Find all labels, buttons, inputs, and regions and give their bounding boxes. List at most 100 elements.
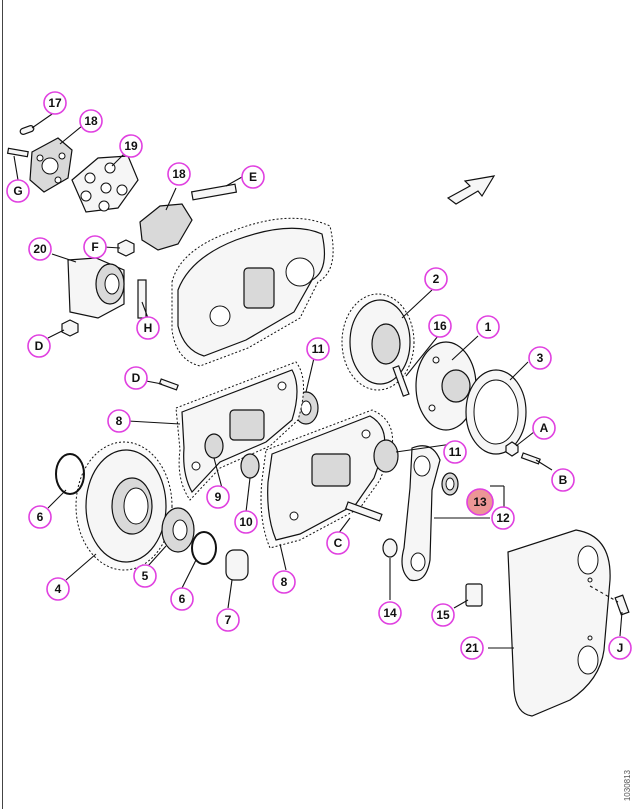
svg-text:E: E <box>249 170 257 184</box>
gear-plate-8a <box>175 361 304 501</box>
spacer-11b <box>373 439 399 473</box>
spacer-11a-bore <box>300 400 312 416</box>
callout-A: A <box>532 416 556 440</box>
svg-text:3: 3 <box>537 351 544 365</box>
bushing-9 <box>204 433 224 459</box>
callout-8: 8 <box>107 409 131 433</box>
callout-9: 9 <box>206 485 230 509</box>
gear-housing-back <box>171 217 334 367</box>
svg-text:11: 11 <box>449 445 462 459</box>
callout-11: 11 <box>306 337 330 361</box>
svg-text:H: H <box>144 321 153 335</box>
callout-F: F <box>83 235 107 259</box>
part-drawings <box>6 125 630 717</box>
callout-D2: D <box>124 366 148 390</box>
svg-text:A: A <box>540 421 549 435</box>
svg-text:14: 14 <box>383 606 397 620</box>
callout-11b: 11 <box>443 440 467 464</box>
callout-5: 5 <box>133 564 157 588</box>
callout-4: 4 <box>46 577 70 601</box>
adapter-20 <box>67 257 125 319</box>
nut-F <box>117 239 135 257</box>
svg-text:15: 15 <box>436 608 450 622</box>
pin-17 <box>19 125 35 135</box>
svg-text:18: 18 <box>84 114 98 128</box>
svg-text:C: C <box>334 536 343 550</box>
figure-reference-code: 1030813 <box>623 769 632 801</box>
nut-A <box>505 441 519 457</box>
snap-ring-6a <box>55 453 85 495</box>
callout-13-highlighted: 13 <box>466 488 494 516</box>
callout-20: 20 <box>28 237 52 261</box>
pin-16 <box>392 365 410 397</box>
svg-text:8: 8 <box>281 575 288 589</box>
snap-ring-6b <box>191 531 217 565</box>
svg-text:10: 10 <box>239 515 253 529</box>
bearing-13-bore <box>445 477 455 491</box>
callout-7: 7 <box>216 608 240 632</box>
sleeve-7 <box>225 549 249 581</box>
svg-text:18: 18 <box>172 167 186 181</box>
coupling-hub-18 <box>29 137 73 193</box>
leader-lines <box>13 111 623 649</box>
hub-1 <box>415 341 477 431</box>
svg-text:6: 6 <box>37 510 44 524</box>
bolt-G <box>6 147 29 158</box>
svg-text:17: 17 <box>48 96 62 110</box>
tension-arm-12 <box>401 445 441 582</box>
callout-8b: 8 <box>272 570 296 594</box>
highlight-marker <box>466 488 494 516</box>
callouts: 17 18 19 G 18 E 20 F H D 2 16 1 3 11 D 8… <box>6 91 632 660</box>
direction-arrow-icon <box>446 175 496 205</box>
svg-text:1: 1 <box>485 320 492 334</box>
callout-16: 16 <box>428 314 452 338</box>
callout-17: 17 <box>43 91 67 115</box>
callout-15: 15 <box>431 603 455 627</box>
callout-6: 6 <box>28 505 52 529</box>
page-left-border <box>2 0 3 809</box>
bolt-E <box>190 183 238 201</box>
washer-14 <box>382 538 398 558</box>
callout-18: 18 <box>79 109 103 133</box>
bolt-B <box>520 452 541 465</box>
svg-text:20: 20 <box>33 242 47 256</box>
svg-text:16: 16 <box>433 319 447 333</box>
gear-plate-8b <box>260 409 394 549</box>
callout-10: 10 <box>234 510 258 534</box>
callout-H: H <box>136 316 160 340</box>
cover-plate-21 <box>507 529 611 717</box>
coupling-hub-18b <box>139 203 193 251</box>
callout-21: 21 <box>460 636 484 660</box>
callout-14: 14 <box>378 601 402 625</box>
svg-text:8: 8 <box>116 414 123 428</box>
rubber-element-19 <box>71 155 139 213</box>
svg-text:5: 5 <box>142 569 149 583</box>
bearing-5-bore <box>172 519 188 541</box>
gasket-3-inner <box>473 379 519 445</box>
gear-2 <box>341 293 415 391</box>
svg-text:G: G <box>13 184 22 198</box>
bushing-10 <box>240 453 260 479</box>
nut-D <box>61 319 79 337</box>
svg-text:21: 21 <box>465 641 479 655</box>
svg-text:4: 4 <box>55 582 62 596</box>
callout-2: 2 <box>424 267 448 291</box>
callout-C: C <box>326 531 350 555</box>
bolt-C <box>344 501 383 522</box>
svg-text:D: D <box>132 371 141 385</box>
callout-6b: 6 <box>170 587 194 611</box>
bolt-H <box>137 279 147 319</box>
callout-J: J <box>608 636 632 660</box>
gear-4 <box>75 441 173 571</box>
svg-text:19: 19 <box>124 139 138 153</box>
svg-text:2: 2 <box>433 272 440 286</box>
svg-text:B: B <box>559 473 568 487</box>
callout-18b: 18 <box>167 162 191 186</box>
svg-text:13: 13 <box>473 495 487 509</box>
svg-text:J: J <box>617 641 624 655</box>
bolt-15 <box>465 583 483 607</box>
svg-text:7: 7 <box>225 613 232 627</box>
bolt-D2 <box>158 378 179 391</box>
bolt-J <box>614 594 630 616</box>
